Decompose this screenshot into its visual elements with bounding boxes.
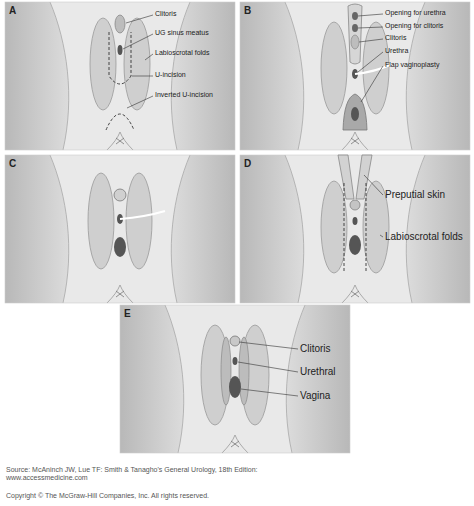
part-label: Preputial skin — [385, 189, 445, 201]
source-note: Source: McAninch JW, Lue TF: Smith & Tan… — [6, 466, 296, 482]
part-label: Labioscrotal folds — [155, 49, 209, 57]
panel-b — [240, 2, 470, 150]
part-label: Labioscrotal folds — [385, 231, 463, 243]
copyright-note: Copyright © The McGraw-Hill Companies, I… — [6, 492, 209, 500]
panel-e — [120, 305, 350, 453]
panel-a — [5, 2, 235, 150]
part-label: Flap vaginoplasty — [385, 61, 439, 69]
panel-letter: A — [9, 5, 16, 17]
part-label: Opening for urethra — [385, 9, 446, 17]
part-label: Clitoris — [385, 34, 406, 42]
panel-c — [5, 155, 235, 303]
part-label: Clitoris — [155, 10, 176, 18]
panel-letter: C — [9, 158, 16, 170]
part-label: Vagina — [300, 390, 330, 402]
panel-letter: B — [244, 5, 251, 17]
part-label: Clitoris — [300, 343, 331, 355]
panel-letter: D — [244, 158, 251, 170]
part-label: U-incision — [155, 71, 186, 79]
panel-letter: E — [124, 308, 131, 320]
part-label: Opening for clitoris — [385, 22, 443, 30]
part-label: Inverted U-incision — [155, 91, 213, 99]
part-label: Urethra — [385, 47, 408, 55]
part-label: Urethral — [300, 366, 336, 378]
panel-d — [240, 155, 470, 303]
part-label: UG sinus meatus — [155, 29, 209, 37]
